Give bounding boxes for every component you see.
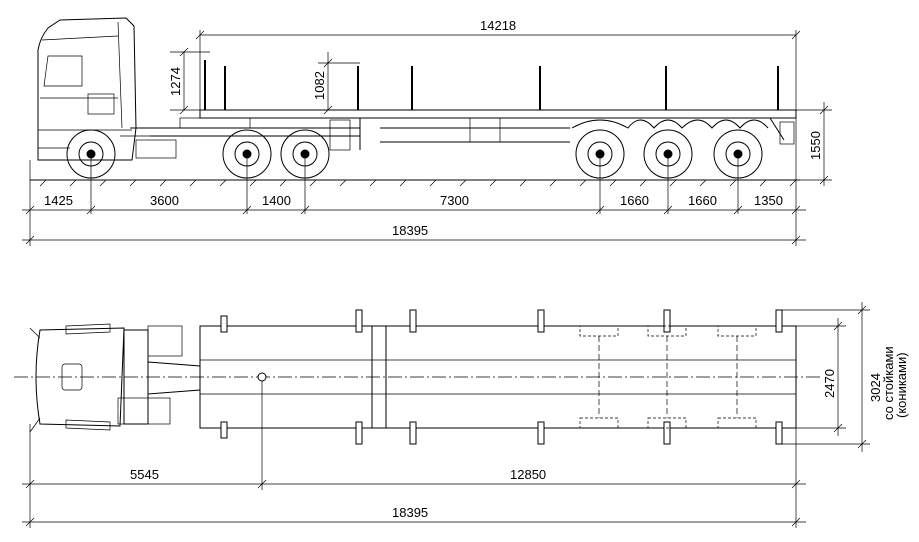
dim-tandem-spacing-value: 1400 [262,193,291,208]
dim-width-with-stakes: 3024 со стойками (кониками) [782,302,909,452]
tractor-chassis [130,117,360,151]
tractor-wheels [66,129,330,179]
dim-overall-deck-value: 14218 [480,18,516,33]
dim-kingpin-to-axle-value: 7300 [440,193,469,208]
dim-chain-top: 5545 12850 [22,467,806,489]
dim-tractor-to-kingpin-value: 5545 [130,467,159,482]
tractor-cab [37,17,177,161]
dim-rear-overhang-value: 1350 [754,193,783,208]
axle-reference-lines [29,30,797,246]
ground-line [30,179,800,187]
side-view: 14218 1274 1082 1550 [22,17,832,246]
width-note-line1: со стойками [881,346,896,420]
trailer-top [199,325,797,429]
dim-deck-width-value: 2470 [822,369,837,398]
trailer-stakes-top [220,309,783,445]
trailer-deck [199,109,797,150]
dim-kingpin-to-rear-value: 12850 [510,467,546,482]
dim-cab-overhang-value: 1425 [44,193,73,208]
dim-stake-height-mid: 1082 [312,52,360,115]
dim-axle-spacing-2-value: 1660 [688,193,717,208]
top-reference-lines [29,381,797,528]
width-note-line2: (кониками) [894,352,909,418]
trailer-axles-top [579,325,757,429]
dim-overall-length-top: 18395 [22,505,806,527]
dim-deck-width: 2470 [796,318,846,436]
dim-wheelbase-tractor-value: 3600 [150,193,179,208]
trailer-wheels [571,119,769,179]
dim-axle-spacing-1-value: 1660 [620,193,649,208]
dim-chain-side: 1425 3600 1400 7300 1660 1660 1350 [22,193,806,215]
dim-stake-height-mid-value: 1082 [312,71,327,100]
tractor-top [29,323,201,433]
dim-overall-length-top-value: 18395 [392,505,428,520]
dim-deck-height-value: 1550 [808,131,823,160]
dim-overall-deck: 14218 [195,18,801,40]
dim-overall-length-side-value: 18395 [392,223,428,238]
top-view: 2470 3024 со стойками (кониками) 5545 12… [14,302,909,528]
dim-width-with-stakes-value: 3024 [868,373,883,402]
dim-deck-height: 1550 [796,102,832,186]
dim-stake-height-front: 1274 [168,47,210,115]
dim-overall-length-side: 18395 [22,223,806,245]
trailer-stakes [204,60,779,110]
dim-stake-height-front-value: 1274 [168,67,183,96]
